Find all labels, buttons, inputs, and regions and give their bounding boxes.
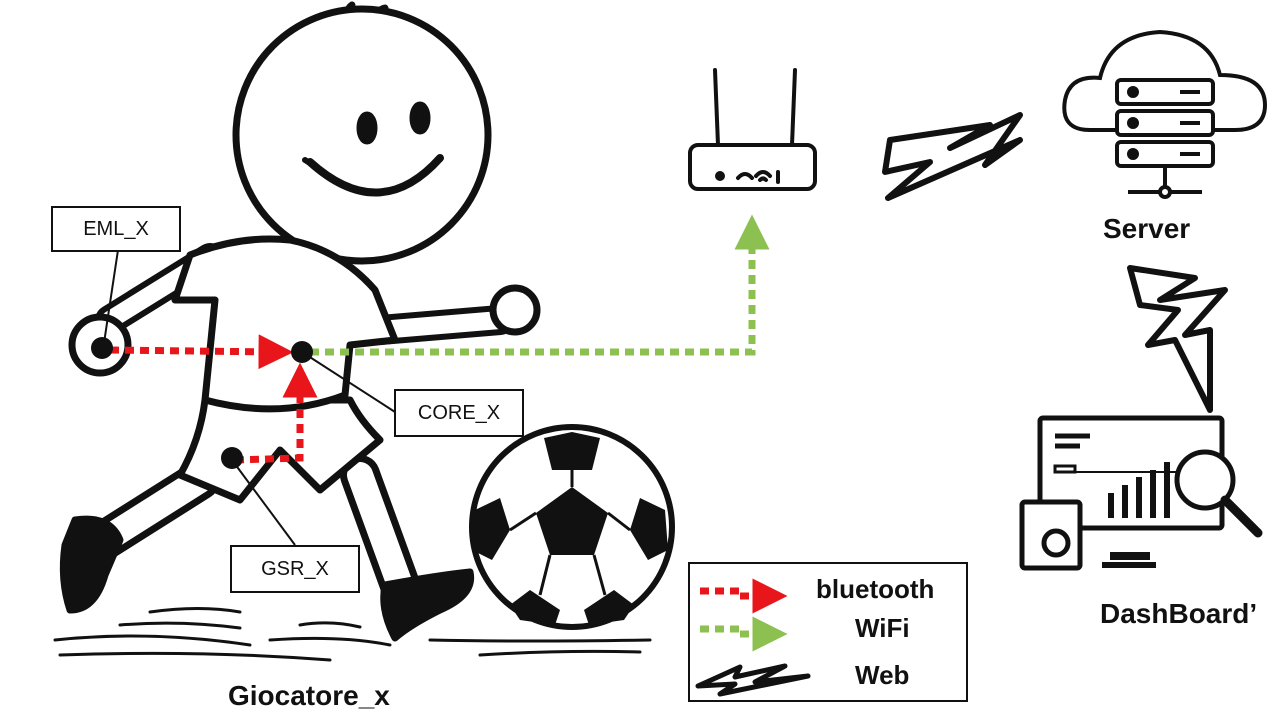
web-lightning-top [882,112,1023,201]
sensor-label-core: CORE_X [394,389,524,437]
dashboard-icon [1019,415,1263,571]
web-lightning-right [1127,265,1228,413]
bluetooth-links [109,334,318,464]
dashboard-label: DashBoard’ [1100,598,1258,629]
bluetooth-arrow-gsr-to-core [234,362,318,464]
sensor-label-gsr: GSR_X [230,545,360,593]
server-label: Server [1103,213,1191,244]
sensor-label-eml-text: EML_X [83,217,149,240]
legend: bluetooth WiFi Web [688,562,968,702]
sensor-dots [91,337,313,469]
sensor-dot-core [291,341,313,363]
wifi-link [310,214,770,356]
sensor-leader-lines [103,249,396,546]
sensor-label-eml: EML_X [51,206,181,252]
legend-bluetooth-arrow [700,578,788,614]
sensor-dot-eml [91,337,113,359]
router-icon [688,68,817,191]
legend-bluetooth-label: bluetooth [816,574,935,604]
soccer-ball [469,424,675,630]
sensor-label-core-text: CORE_X [417,401,501,424]
legend-web-bolt [695,663,811,697]
player-figure [59,1,541,642]
sensor-dot-gsr [221,447,243,469]
legend-web-label: Web [855,660,910,690]
sensor-label-gsr-text: GSR_X [261,557,329,580]
legend-symbols [695,578,811,697]
legend-wifi-label: WiFi [855,613,910,643]
ground-strokes [53,607,652,662]
bluetooth-arrow-eml-to-core [109,334,294,370]
cloud-server-icon [1062,29,1268,199]
player-label: Giocatore_x [228,680,390,711]
legend-wifi-arrow [700,616,788,652]
